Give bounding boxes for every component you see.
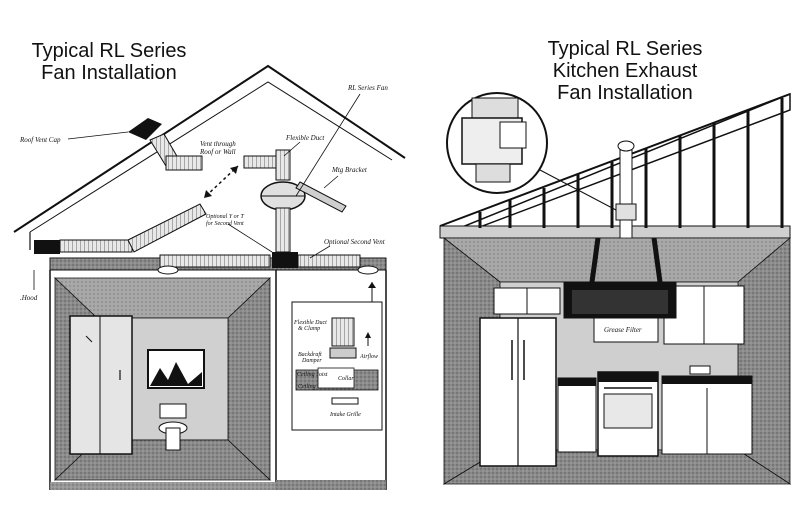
label-rl-series-fan: RL Series Fan xyxy=(347,84,388,92)
left-title-line2: Fan Installation xyxy=(41,62,177,84)
right-title-line3: Fan Installation xyxy=(557,82,693,104)
roof-outline xyxy=(13,64,406,233)
label-vent-through-2: Roof or Wall xyxy=(199,148,236,156)
left-title: Typical RL Series Fan Installation xyxy=(14,40,204,84)
label-inset-backdraft-1: Backdraft xyxy=(298,351,322,358)
right-title-line1: Typical RL Series xyxy=(547,38,703,60)
label-flexible-duct: Flexible Duct xyxy=(285,134,325,142)
kitchen-room: Grease Filter xyxy=(442,237,792,485)
label-inset-backdraft-2: Damper xyxy=(301,358,322,364)
right-kitchen: Grease Filter xyxy=(439,92,792,485)
label-inset-ceiling: Ceiling xyxy=(298,384,316,390)
label-optional-y-2: for Second Vent xyxy=(206,220,244,227)
label-hood: .Hood xyxy=(20,294,38,302)
label-inset-ceiling-joist: Ceiling Joist xyxy=(297,372,328,378)
toilet xyxy=(158,403,188,451)
duct-system xyxy=(34,118,379,275)
fan-zoom-inset xyxy=(446,92,617,211)
bathroom xyxy=(54,277,271,481)
top-beam xyxy=(439,225,791,239)
label-mtg-bracket: Mtg Bracket xyxy=(331,166,368,174)
refrigerator xyxy=(479,317,557,467)
rafters xyxy=(478,98,784,228)
ceiling-grille-left xyxy=(157,265,179,275)
label-inset-flex-duct-1: Flexible Duct xyxy=(293,320,327,326)
stove xyxy=(597,371,659,457)
mounting-bracket xyxy=(295,181,347,213)
ceiling-grille-right xyxy=(357,265,379,275)
y-connector xyxy=(272,252,298,268)
label-grease-filter: Grease Filter xyxy=(604,326,642,334)
label-inset-airflow: Airflow xyxy=(359,353,378,360)
label-vent-through-1: Vent through xyxy=(200,140,236,148)
roof-vent-cap xyxy=(128,118,162,140)
base-cabinet-left xyxy=(557,377,597,453)
left-title-line1: Typical RL Series xyxy=(31,40,187,62)
left-house: Roof Vent Cap Vent through Roof or Wall … xyxy=(13,64,406,490)
main-flex-duct xyxy=(59,239,133,253)
label-optional-y-1: Optional Y or T xyxy=(206,214,245,220)
label-inset-flex-duct-2: & Clamp xyxy=(298,326,320,332)
label-inset-intake-grille: Intake Grille xyxy=(329,412,361,418)
right-title: Typical RL Series Kitchen Exhaust Fan In… xyxy=(530,38,720,104)
label-optional-second-vent: Optional Second Vent xyxy=(324,238,386,246)
shower-stall xyxy=(69,315,133,455)
label-inset-collar: Collar xyxy=(338,376,354,382)
left-leader-lines xyxy=(33,93,361,290)
right-title-line2: Kitchen Exhaust xyxy=(552,60,698,82)
label-roof-vent-cap: Roof Vent Cap xyxy=(19,136,61,144)
inset-grille-detail xyxy=(291,282,383,431)
second-vent-duct xyxy=(159,254,271,268)
exterior-hood xyxy=(34,240,60,254)
